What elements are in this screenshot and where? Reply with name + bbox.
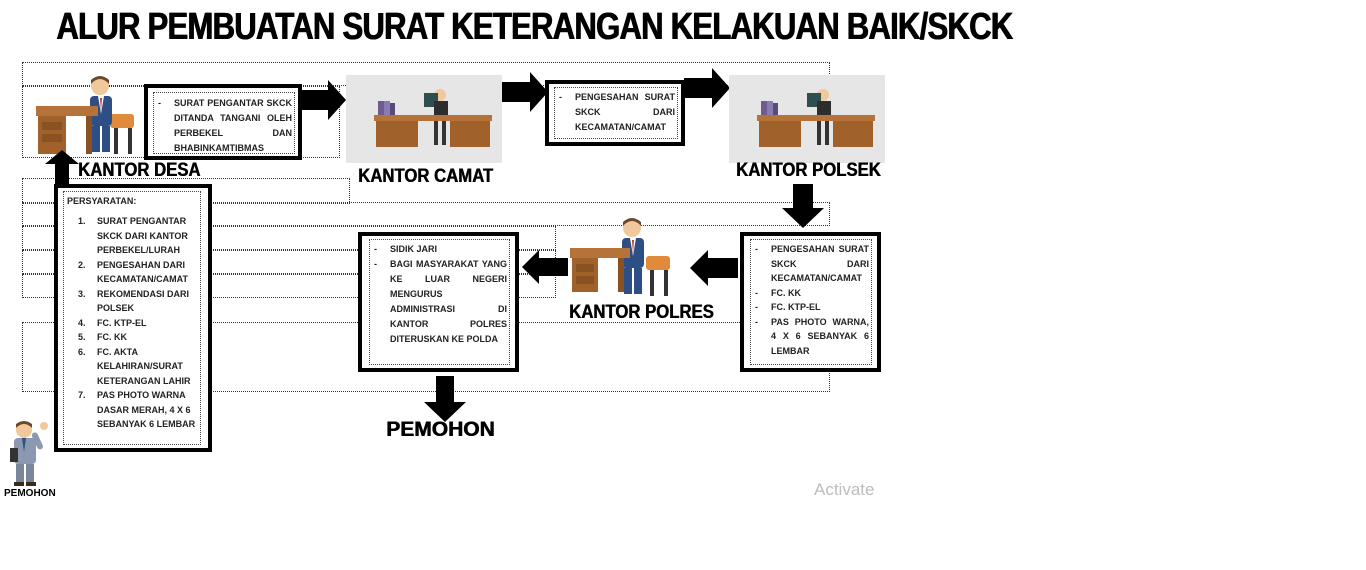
polsek-item: FC. KTP-EL — [753, 300, 869, 315]
arrow-down — [424, 376, 466, 422]
polsek-item: FC. KK — [753, 286, 869, 301]
arrow-up — [45, 150, 79, 186]
label-pemohon-bottom: PEMOHON — [386, 418, 495, 441]
arrow-down — [782, 184, 824, 228]
camat-office-illustration — [346, 75, 502, 163]
activate-watermark: Activate — [814, 480, 875, 499]
diagram-title: ALUR PEMBUATAN SURAT KETERANGAN KELAKUAN… — [56, 6, 1013, 48]
polres-box: SIDIK JARI BAGI MASYARAKAT YANG KE LUAR … — [358, 232, 519, 372]
guide-box — [22, 202, 830, 226]
label-kantor-polres: KANTOR POLRES — [569, 302, 714, 323]
arrow-left — [690, 250, 738, 286]
persyaratan-item: 5.FC. KK — [78, 332, 127, 342]
polres-officer-illustration — [566, 216, 678, 302]
camat-item: PENGESAHAN SURAT SKCK DARI KECAMATAN/CAM… — [557, 90, 675, 135]
guide-box — [22, 274, 556, 298]
arrow-right — [502, 72, 548, 112]
arrow-right — [300, 80, 346, 120]
polsek-item: PENGESAHAN SURAT SKCK DARI KECAMATAN/CAM… — [753, 242, 869, 286]
persyaratan-item: 2.PENGESAHAN DARI KECAMATAN/CAMAT — [78, 259, 188, 285]
label-kantor-polsek: KANTOR POLSEK — [736, 160, 881, 181]
arrow-left — [522, 250, 568, 284]
label-kantor-camat: KANTOR CAMAT — [358, 166, 493, 187]
polsek-office-illustration — [729, 75, 885, 163]
guide-box — [22, 226, 556, 250]
persyaratan-box: PERSYARATAN: 1.SURAT PENGANTAR SKCK DARI… — [54, 184, 212, 452]
persyaratan-item: 3.REKOMENDASI DARI POLSEK — [78, 288, 190, 314]
polsek-box: PENGESAHAN SURAT SKCK DARI KECAMATAN/CAM… — [740, 232, 881, 372]
persyaratan-item: 6.FC. AKTA KELAHIRAN/SURAT KETERANGAN LA… — [78, 346, 191, 386]
desa-box: SURAT PENGANTAR SKCK DITANDA TANGANI OLE… — [144, 84, 302, 160]
persyaratan-item: 7.PAS PHOTO WARNA DASAR MERAH, 4 X 6 SEB… — [78, 390, 196, 429]
persyaratan-item: 1.SURAT PENGANTAR SKCK DARI KANTOR PERBE… — [78, 216, 188, 255]
polsek-item: PAS PHOTO WARNA, 4 X 6 SEBANYAK 6 LEMBAR — [753, 315, 869, 359]
polres-item: BAGI MASYARAKAT YANG KE LUAR NEGERI MENG… — [372, 257, 507, 347]
polres-item: SIDIK JARI — [372, 242, 507, 257]
persyaratan-heading: PERSYARATAN: — [67, 196, 137, 206]
label-pemohon-left: PEMOHON — [4, 488, 56, 499]
desa-item: SURAT PENGANTAR SKCK DITANDA TANGANI OLE… — [156, 96, 292, 156]
desa-officer-illustration — [30, 74, 142, 160]
camat-box: PENGESAHAN SURAT SKCK DARI KECAMATAN/CAM… — [545, 80, 685, 146]
pemohon-illustration — [4, 418, 54, 490]
persyaratan-item: 4.FC. KTP-EL — [78, 317, 147, 328]
label-kantor-desa: KANTOR DESA — [78, 160, 201, 181]
arrow-right — [684, 68, 730, 108]
